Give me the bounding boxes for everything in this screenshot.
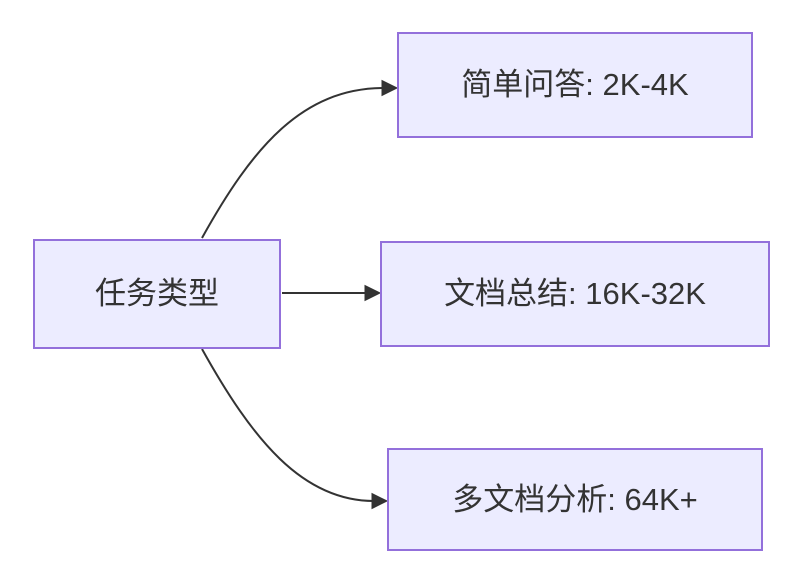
node-multi-doc-label: 多文档分析: 64K+ (452, 481, 698, 517)
node-simple-qa-label: 简单问答: 2K-4K (461, 67, 689, 103)
node-doc-summary: 文档总结: 16K-32K (380, 241, 770, 347)
arrowhead-simple-qa (381, 79, 399, 97)
node-task-type-label: 任务类型 (95, 276, 219, 312)
arrowhead-multi-doc (371, 492, 389, 510)
node-multi-doc: 多文档分析: 64K+ (387, 448, 763, 551)
edge-task-to-simple-qa (201, 87, 385, 239)
node-doc-summary-label: 文档总结: 16K-32K (444, 276, 706, 312)
edge-task-to-multi-doc (201, 348, 375, 502)
node-simple-qa: 简单问答: 2K-4K (397, 32, 753, 138)
arrowhead-doc-summary (364, 284, 382, 302)
node-task-type: 任务类型 (33, 239, 281, 349)
